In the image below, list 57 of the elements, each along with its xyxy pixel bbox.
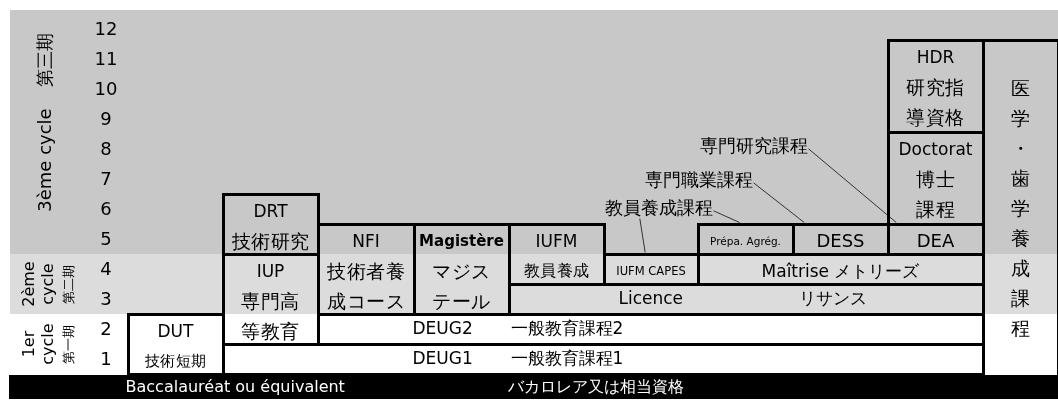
year-number: 9 bbox=[100, 109, 112, 129]
leader-line bbox=[639, 218, 646, 253]
program-label: 技術研究 bbox=[231, 228, 310, 254]
year-number: 3 bbox=[100, 289, 112, 309]
year-number: 10 bbox=[94, 79, 118, 99]
year-number: 4 bbox=[100, 259, 112, 279]
program-box bbox=[886, 38, 985, 134]
program-label: Doctorat bbox=[898, 137, 973, 161]
callout-label: 教員養成課程 bbox=[603, 196, 714, 219]
program-label: 一般教育課程1 bbox=[510, 346, 624, 370]
cycle-label: 第三期 bbox=[35, 33, 55, 87]
year-number: 5 bbox=[100, 229, 112, 249]
callout-label: 専門研究課程 bbox=[698, 134, 809, 157]
program-label: 研究指導資格 bbox=[905, 74, 966, 130]
year-number: 6 bbox=[100, 199, 112, 219]
program-box bbox=[221, 192, 320, 256]
program-label: 博士課程 bbox=[915, 166, 956, 222]
year-number: 7 bbox=[100, 169, 112, 189]
program-label: DEA bbox=[916, 228, 955, 253]
program-label: マジステール bbox=[431, 258, 492, 314]
program-label: 教員養成 bbox=[523, 259, 590, 282]
cycle-label: 1er cycle bbox=[19, 322, 57, 367]
program-label: DRT bbox=[253, 199, 288, 223]
year-number: 11 bbox=[94, 49, 118, 69]
program-label: 技術者養成コース bbox=[326, 258, 406, 314]
program-label: IUP bbox=[256, 259, 285, 283]
program-label: バカロレア又は相当資格 bbox=[507, 375, 684, 398]
program-label: Prépa. Agrég. bbox=[710, 233, 781, 249]
program-label: DESS bbox=[816, 228, 865, 253]
program-label: HDR bbox=[916, 45, 955, 69]
program-label: NFI bbox=[352, 229, 380, 253]
program-label: リサンス bbox=[798, 286, 867, 310]
program-label: IUFM bbox=[535, 229, 578, 253]
program-label: 専門高等教育 bbox=[240, 288, 301, 344]
year-number: 1 bbox=[100, 349, 112, 369]
leader-line bbox=[713, 210, 741, 223]
cycle-label: 第二期 bbox=[60, 264, 76, 304]
program-label: Magistère bbox=[419, 230, 504, 252]
cycle-label: 3ème cycle bbox=[35, 108, 55, 212]
baccalaureate-bar bbox=[8, 374, 1058, 399]
program-label: Baccalauréat ou équivalent bbox=[125, 375, 345, 398]
callout-label: 専門職業課程 bbox=[643, 168, 754, 191]
program-label: Maîtrise メトリーズ bbox=[761, 259, 920, 283]
program-label: 医学・歯学養成課程 bbox=[1011, 75, 1030, 341]
year-number: 8 bbox=[100, 139, 112, 159]
program-label: DEUG2 bbox=[412, 316, 473, 340]
program-label: 技術短期 bbox=[144, 350, 207, 372]
cycle-label: 2ème cycle bbox=[19, 260, 57, 309]
program-label: Licence bbox=[618, 286, 684, 310]
program-label: DUT bbox=[157, 319, 194, 343]
year-number: 12 bbox=[94, 19, 118, 39]
program-box bbox=[696, 222, 795, 256]
leader-line bbox=[753, 182, 805, 223]
program-label: DEUG1 bbox=[412, 346, 473, 370]
year-number: 2 bbox=[100, 319, 112, 339]
program-label: IUFM CAPES bbox=[616, 262, 686, 280]
program-label: 一般教育課程2 bbox=[510, 316, 624, 340]
